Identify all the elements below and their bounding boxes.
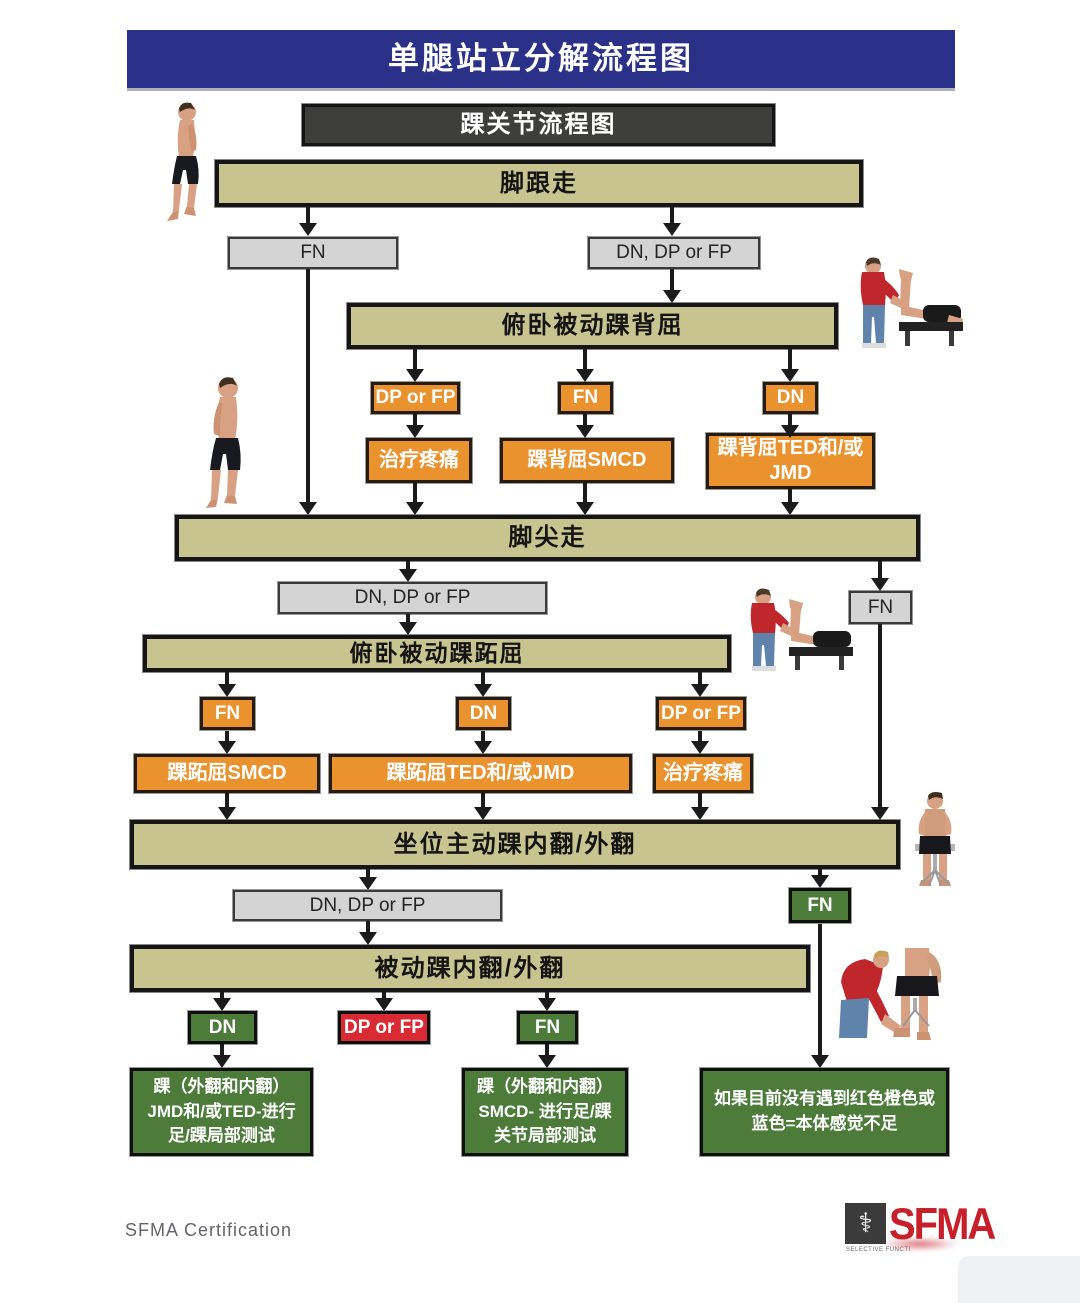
- flow-arrow: [220, 1044, 224, 1055]
- result-plantar-dn: DN: [456, 697, 511, 730]
- outcome-plantarflexion-smcd: 踝跖屈SMCD: [134, 754, 320, 793]
- photo-prone-dorsiflexion-therapy: [860, 257, 963, 348]
- flow-arrow: [545, 1044, 549, 1055]
- node-heel-walk: 脚跟走: [215, 160, 863, 207]
- flow-arrow-fn-long: [878, 624, 882, 807]
- result-dorsi-dp-fp: DP or FP: [371, 382, 460, 414]
- flow-arrow: [382, 992, 386, 998]
- photo-seated-ankle-therapy: [839, 948, 942, 1040]
- node-passive-inversion-eversion: 被动踝内翻/外翻: [130, 945, 810, 992]
- flow-arrow: [545, 992, 549, 998]
- node-toe-walk: 脚尖走: [175, 515, 920, 561]
- flow-arrow: [406, 561, 410, 569]
- result-toe-dn-dp-fp: DN, DP or FP: [278, 582, 547, 614]
- outcome-dorsiflexion-ted-jmd: 踝背屈TED和/或 JMD: [706, 433, 875, 489]
- flow-arrow: [583, 414, 587, 425]
- flow-arrow-fn-long: [818, 924, 822, 1055]
- flow-arrow: [413, 349, 417, 369]
- result-seated-dn-dp-fp: DN, DP or FP: [233, 890, 502, 921]
- outcome-treat-pain-1: 治疗疼痛: [366, 438, 472, 483]
- flow-arrow: [818, 869, 822, 875]
- logo-subtext: SELECTIVE FUNCTI: [846, 1247, 911, 1253]
- flow-arrow: [481, 672, 485, 684]
- result-passive-dp-fp: DP or FP: [338, 1011, 430, 1044]
- result-dorsi-dn: DN: [763, 382, 818, 414]
- flow-arrow: [225, 731, 229, 741]
- outcome-dorsiflexion-smcd: 踝背屈SMCD: [500, 438, 674, 483]
- logo-smudge: [880, 1237, 960, 1251]
- flow-arrow: [220, 992, 224, 998]
- result-plantar-dp-fp: DP or FP: [656, 697, 746, 730]
- footer-certification: SFMA Certification: [125, 1220, 293, 1240]
- result-passive-dn: DN: [188, 1011, 257, 1044]
- flow-arrow: [788, 349, 792, 369]
- flow-arrow: [670, 206, 674, 223]
- caduceus-icon: ⚕: [858, 1208, 873, 1238]
- photo-heel-walk-man: [167, 102, 199, 221]
- flow-arrow: [413, 414, 417, 425]
- flow-arrow: [583, 349, 587, 369]
- sfma-logo-square: ⚕: [845, 1203, 886, 1244]
- result-toe-fn: FN: [849, 591, 912, 624]
- outcome-ankle-smcd-local-test: 踝（外翻和内翻） SMCD- 进行足/踝 关节局部测试: [462, 1068, 628, 1156]
- flow-arrow: [481, 731, 485, 741]
- result-heel-fn: FN: [228, 237, 398, 269]
- photo-prone-plantarflexion-therapy: [750, 588, 853, 671]
- result-dorsi-fn: FN: [558, 382, 613, 414]
- flow-arrow: [413, 483, 417, 502]
- node-prone-dorsiflexion: 俯卧被动踝背屈: [347, 303, 838, 349]
- result-passive-fn: FN: [517, 1011, 578, 1044]
- outcome-plantarflexion-ted-jmd: 踝跖屈TED和/或JMD: [329, 754, 632, 793]
- flow-arrow: [878, 561, 882, 578]
- result-seated-fn: FN: [789, 888, 851, 923]
- flow-arrow: [366, 869, 370, 877]
- flow-arrow: [670, 269, 674, 290]
- flow-arrow: [698, 731, 702, 741]
- node-prone-plantarflexion: 俯卧被动踝跖屈: [143, 635, 731, 672]
- flow-arrow: [788, 489, 792, 502]
- flow-arrow: [225, 672, 229, 684]
- result-heel-dn-dp-fp: DN, DP or FP: [588, 237, 760, 269]
- flow-arrow: [583, 483, 587, 502]
- flow-arrow: [406, 614, 410, 622]
- flow-arrow: [306, 206, 310, 223]
- flow-arrow: [788, 414, 792, 425]
- photo-seated-man: [915, 792, 955, 887]
- node-ankle-flowchart-title: 踝关节流程图: [302, 104, 775, 146]
- outcome-proprioception-note: 如果目前没有遇到红色橙色或 蓝色=本体感觉不足: [700, 1068, 949, 1156]
- outcome-treat-pain-2: 治疗疼痛: [653, 754, 753, 793]
- flow-arrow-fn-long: [306, 269, 310, 502]
- photo-toe-walk-man: [206, 377, 241, 508]
- flow-arrow: [698, 793, 702, 807]
- flow-arrow: [481, 793, 485, 807]
- page-title: 单腿站立分解流程图: [388, 40, 694, 76]
- flow-arrow: [366, 921, 370, 932]
- outcome-ankle-jmd-ted-local-test: 踝（外翻和内翻） JMD和/或TED-进行 足/踝局部测试: [130, 1068, 313, 1156]
- corner-artifact: [958, 1256, 1080, 1303]
- flow-arrow: [225, 793, 229, 807]
- result-plantar-fn: FN: [200, 697, 255, 730]
- flow-arrow: [698, 672, 702, 684]
- node-seated-active-inversion-eversion: 坐位主动踝内翻/外翻: [130, 820, 900, 869]
- title-banner: 单腿站立分解流程图: [127, 30, 955, 88]
